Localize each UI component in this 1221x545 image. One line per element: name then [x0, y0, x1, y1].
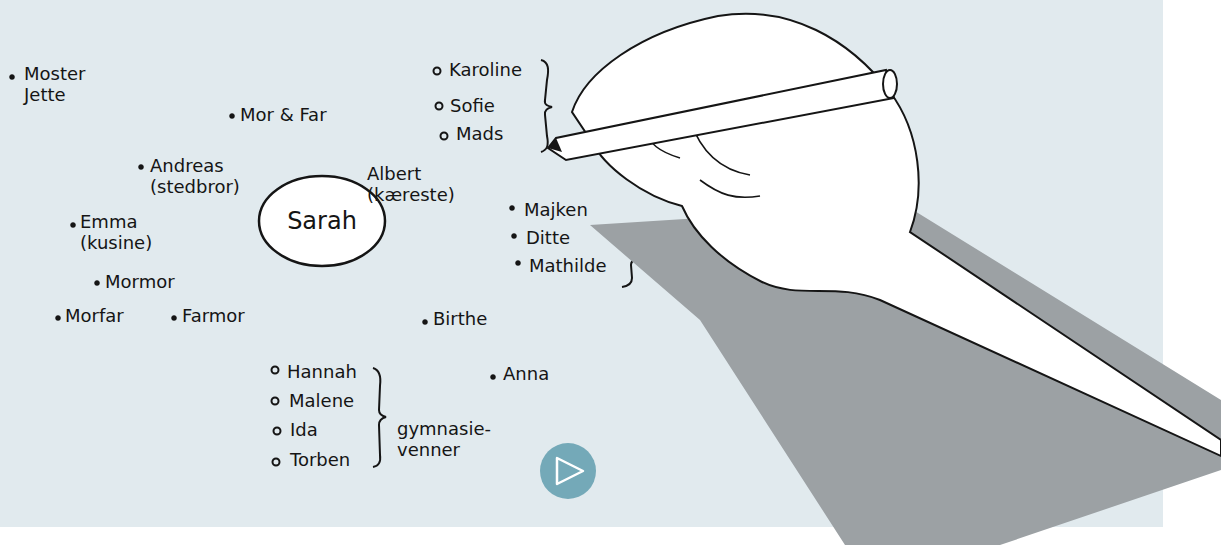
name-label: Anna: [503, 364, 549, 385]
bullet: [512, 234, 517, 239]
pen-tip: [548, 138, 562, 152]
name-label: Emma (kusine): [80, 212, 158, 253]
name-label: gymnasie- venner: [397, 419, 492, 460]
bullet: [272, 367, 279, 374]
bullet: [491, 375, 496, 380]
bullet: [434, 68, 441, 75]
bullet: [510, 206, 515, 211]
bullet: [71, 223, 76, 228]
bullet: [274, 428, 281, 435]
pen: [548, 70, 894, 160]
pen-cap: [883, 70, 897, 98]
name-label: Mathilde: [529, 256, 607, 277]
bullet: [10, 75, 15, 80]
name-label: Morfar: [65, 306, 124, 327]
bullet: [172, 316, 177, 321]
name-label: Farmor: [182, 306, 245, 327]
play-button: [540, 443, 596, 499]
bullet: [516, 261, 521, 266]
name-label: Malene: [289, 391, 354, 412]
node-text: Sarah: [287, 207, 357, 235]
name-label: Majken: [524, 200, 588, 221]
bullet: [56, 316, 61, 321]
name-label: Mor & Far: [240, 105, 327, 126]
hand: [572, 14, 1221, 456]
name-label: Hannah: [287, 362, 357, 383]
bracket: [541, 60, 552, 152]
bullet: [441, 133, 448, 140]
bullet: [423, 320, 428, 325]
bullet: [95, 281, 100, 286]
name-label: Moster Jette: [24, 64, 90, 105]
name-label: Ditte: [526, 228, 570, 249]
bullet: [436, 103, 443, 110]
name-label: Torben: [290, 450, 350, 471]
name-label: Karoline: [449, 60, 522, 81]
name-label: Sofie: [450, 96, 495, 117]
name-label: Ida: [290, 420, 318, 441]
bullet: [139, 165, 144, 170]
name-label: Mads: [456, 124, 503, 145]
name-label: Albert (kæreste): [367, 164, 462, 205]
bracket: [373, 368, 386, 467]
name-label: Mormor: [105, 272, 175, 293]
name-label: Birthe: [433, 309, 487, 330]
play-icon: [557, 458, 583, 484]
bullet: [273, 459, 280, 466]
circle-outline: [259, 176, 385, 266]
bullet: [272, 398, 279, 405]
name-label: Andreas (stedbror): [150, 156, 250, 197]
bullet: [230, 114, 235, 119]
